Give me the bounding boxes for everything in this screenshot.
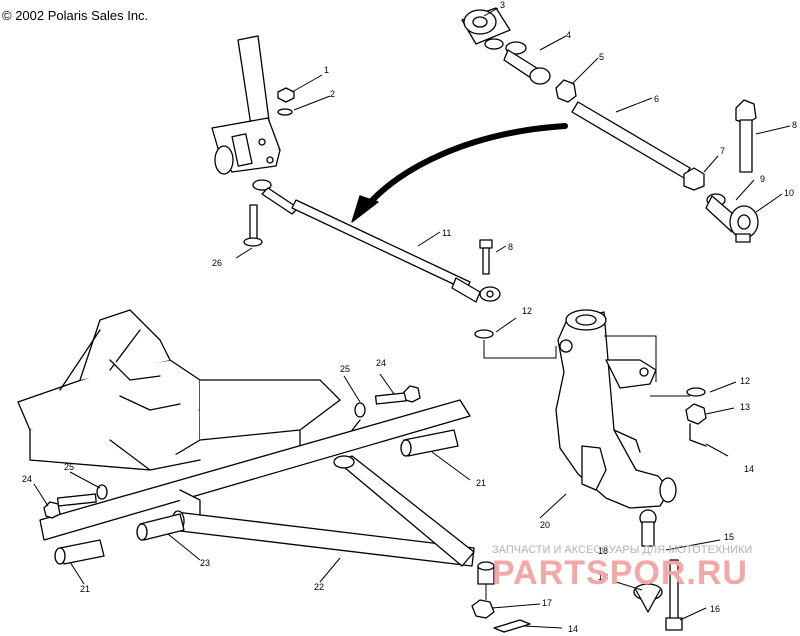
jam-nut-7 <box>683 167 705 191</box>
callout-8-top: 8 <box>792 120 797 130</box>
bolt-8 <box>735 99 757 173</box>
cotter-pin-14-bottom <box>493 619 531 633</box>
callout-22: 22 <box>314 582 324 592</box>
watermark-tagline: ЗАПЧАСТИ И АКСЕССУАРЫ ДЛЯ МОТОТЕХНИКИ <box>492 544 752 556</box>
callout-16: 16 <box>710 604 720 614</box>
callout-24-left: 24 <box>22 474 32 484</box>
callout-labels: 1 2 3 4 5 6 7 8 8 9 10 11 12 12 13 14 14… <box>22 0 797 634</box>
copyright-text: © 2002 Polaris Sales Inc. <box>2 8 149 23</box>
washer-25-left <box>96 484 108 500</box>
spindle-20 <box>555 309 677 509</box>
callout-5: 5 <box>599 52 604 62</box>
bolt-24-right <box>374 385 421 405</box>
steering-column <box>211 35 281 175</box>
nut-13 <box>685 403 707 425</box>
washer-12 <box>474 329 494 339</box>
callout-15: 15 <box>724 532 734 542</box>
callout-6: 6 <box>654 94 659 104</box>
callout-12-right: 12 <box>740 376 750 386</box>
boot-4 <box>503 41 551 85</box>
tie-rod-end-9-10 <box>705 193 759 243</box>
washer-25-right <box>354 402 366 418</box>
callout-21-left: 21 <box>80 584 90 594</box>
spacer-18 <box>477 561 495 585</box>
jam-nut-5 <box>555 79 577 103</box>
rod-6 <box>571 101 691 179</box>
callout-21-right: 21 <box>476 478 486 488</box>
callout-14-bottom: 14 <box>568 624 578 634</box>
callout-25-right: 25 <box>340 364 350 374</box>
callout-18-lower: 18 <box>598 572 608 582</box>
watermark: ЗАПЧАСТИ И АКСЕССУАРЫ ДЛЯ МОТОТЕХНИКИ PA… <box>492 544 752 592</box>
leader-lines <box>33 7 791 629</box>
callout-2: 2 <box>330 89 335 99</box>
tie-rod-11 <box>252 179 501 303</box>
a-arm-22 <box>171 455 475 567</box>
callout-8-mid: 8 <box>508 242 513 252</box>
ball-joint-18 <box>633 509 663 613</box>
nut-17 <box>471 599 495 619</box>
callout-14-right: 14 <box>744 464 754 474</box>
tie-rod-end-3 <box>461 7 511 50</box>
callout-18-upper: 18 <box>598 546 608 556</box>
callout-11: 11 <box>442 228 451 238</box>
callout-23: 23 <box>200 558 210 568</box>
callout-7: 7 <box>720 146 725 156</box>
bushing-21-left <box>54 539 105 565</box>
callout-20: 20 <box>540 520 550 530</box>
watermark-logo: PARTSPOR.RU <box>492 554 748 592</box>
bushing-21-right <box>400 429 459 457</box>
callout-1: 1 <box>324 65 329 75</box>
washer-2 <box>277 108 293 116</box>
callout-12-left: 12 <box>522 306 532 316</box>
callout-13: 13 <box>740 402 750 412</box>
callout-3: 3 <box>500 0 505 10</box>
callout-26: 26 <box>212 258 222 268</box>
washer-12-right <box>686 387 706 397</box>
bolt-24-left <box>43 493 97 519</box>
callout-4: 4 <box>566 30 571 40</box>
direction-arrow <box>351 123 568 223</box>
bushing-23 <box>136 513 185 541</box>
callout-17: 17 <box>542 598 552 608</box>
cotter-pin-14 <box>689 423 707 447</box>
callout-9: 9 <box>760 174 765 184</box>
bolt-8-lower <box>479 239 493 275</box>
callout-25-left: 25 <box>64 462 74 472</box>
vehicle-frame <box>17 309 361 471</box>
callout-10: 10 <box>784 188 794 198</box>
nut-1 <box>277 87 295 103</box>
bolt-26 <box>243 204 263 247</box>
bolt-16 <box>665 559 683 631</box>
callout-24-right: 24 <box>376 358 386 368</box>
